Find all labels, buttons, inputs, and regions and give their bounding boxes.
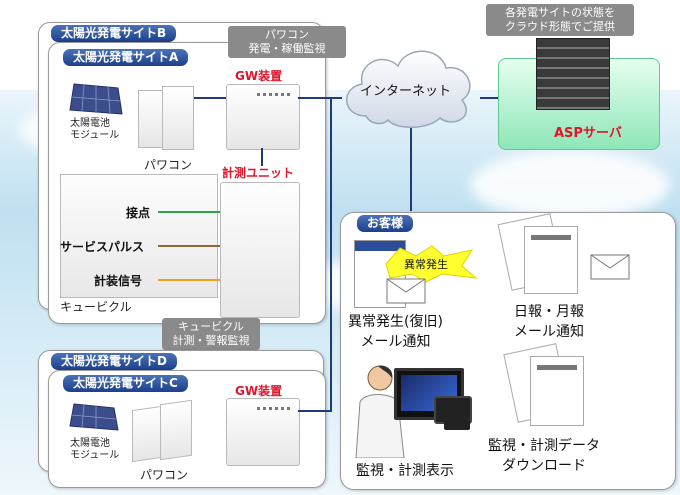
meter-label: 計測ユニット [222,166,295,180]
mail-envelope-icon [590,254,630,280]
gw-meter-link [261,148,263,166]
gw-device-icon [226,398,300,466]
alert-burst-icon [385,245,478,283]
solar-panel-icon [69,83,123,115]
server-rack-icon [536,38,610,110]
cloud-customer-link [410,125,412,211]
customer-title: お客様 [356,214,415,233]
contact-line [158,211,220,213]
site-a-title: 太陽光発電サイトA [62,48,190,67]
cubicle-monitor-label: キュービクル 計測・警報監視 [162,318,260,350]
pcs-unit-icon [160,399,192,461]
monitor-display-label: 監視・計測表示 [356,463,454,479]
gw-device-icon [226,84,300,150]
signal-service-pulse: サービスパルス [60,240,145,254]
alert-burst-label: 異常発生 [404,258,448,271]
site-b-title: 太陽光発電サイトB [50,24,178,43]
gw-label-c: GW装置 [235,384,283,398]
instrument-line [158,279,220,281]
data-document-icon [530,356,584,426]
meter-unit-icon [220,182,300,318]
pv-module-label-a: 太陽電池 モジュール [70,118,120,141]
solar-panel-icon [69,403,119,431]
cloud-link [330,97,342,99]
internet-label: インターネット [360,84,452,99]
pulse-line [158,245,220,247]
cubicle-label: キュービクル [60,300,132,314]
signal-instrument: 計装信号 [94,274,143,288]
gw-label-a: GW装置 [235,69,283,83]
asp-label: ASPサーバ [554,126,622,141]
pcs-unit-icon [162,86,194,150]
pcs-unit-icon [138,90,166,148]
pcs-label-a: パワコン [144,158,193,172]
internet-cloud-icon [345,50,471,128]
signal-contact: 接点 [126,206,151,220]
operator-person-icon [355,365,405,458]
asp-callout: 各発電サイトの状態を クラウド形態でご提供 [486,4,634,36]
alert-mail-label: 異常発生(復旧) メール通知 [348,314,443,350]
pcs-unit-icon [132,405,162,463]
backbone-link [330,97,332,411]
pv-module-label-c: 太陽電池 モジュール [70,438,120,461]
phone-icon [444,416,470,430]
report-mail-label: 日報・月報 メール通知 [514,304,584,340]
site-d-title: 太陽光発電サイトD [50,352,178,371]
bg-cloud [470,150,670,220]
pcs-label-c: パワコン [140,468,189,482]
site-c-title: 太陽光発電サイトC [62,374,189,393]
pcs-monitor-label: パワコン 発電・稼働監視 [228,26,346,58]
gw-c-link [298,410,332,412]
pcs-gw-link [194,97,226,99]
mail-envelope-icon [386,278,426,304]
gw-a-link [298,97,330,99]
cubicle-icon [60,174,218,298]
download-label: 監視・計測データ ダウンロード [488,438,600,474]
report-document-icon [524,226,578,294]
